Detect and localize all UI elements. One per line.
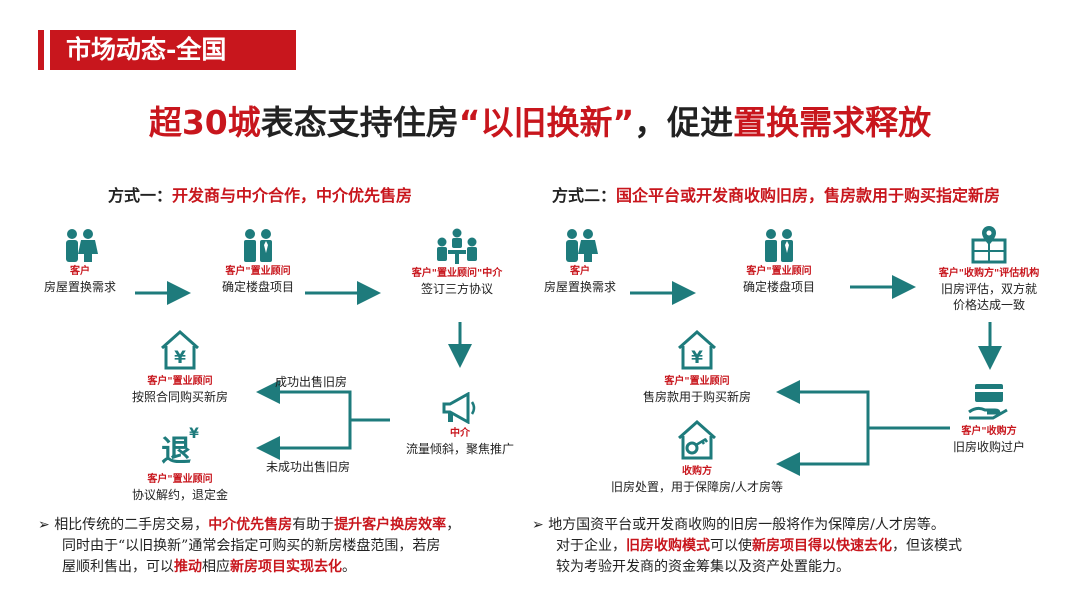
people-icon bbox=[66, 229, 98, 262]
note-text: 。 bbox=[342, 559, 356, 575]
node-role: 客户 bbox=[70, 266, 90, 277]
node-desc: 房屋置换需求 bbox=[43, 280, 116, 294]
node-desc: 旧房处置，用于保障房/人才房等 bbox=[610, 480, 784, 494]
arrow-label-success: 成功出售旧房 bbox=[275, 375, 348, 389]
title-highlight-5: 置换需求释放 bbox=[733, 103, 932, 142]
node-role: 客户"置业顾问 bbox=[746, 266, 812, 277]
note-bold: 推动 bbox=[174, 559, 202, 575]
method2-label: 方式二： bbox=[552, 186, 617, 205]
note-text: 有助于 bbox=[292, 517, 335, 533]
node-desc: 签订三方协议 bbox=[420, 282, 493, 296]
note-text: 相应 bbox=[202, 559, 230, 575]
method1-text: 开发商与中介合作，中介优先售房 bbox=[172, 186, 413, 205]
title-highlight-1: 超30城 bbox=[148, 103, 261, 142]
node-desc: 协议解约，退定金 bbox=[131, 488, 228, 502]
note-text: 对于企业， bbox=[556, 538, 626, 554]
node-role: 客户"置业顾问 bbox=[225, 266, 291, 277]
node-role: 客户"置业顾问"中介 bbox=[411, 268, 503, 279]
node-desc-line2: 价格达成一致 bbox=[952, 298, 1025, 312]
note-text: 地方国资平台或开发商收购的旧房一般将作为保障房/人才房等。 bbox=[548, 517, 945, 533]
house-yen-icon: ¥ bbox=[161, 329, 199, 370]
note-bold: 旧房收购模式 bbox=[626, 538, 710, 554]
page-title: 超30城表态支持住房“以旧换新”，促进置换需求释放 bbox=[0, 96, 1080, 144]
m1-node-refund: 退¥ 客户"置业顾问 协议解约，退定金 bbox=[105, 426, 255, 503]
node-role: 客户"置业顾问 bbox=[147, 376, 213, 387]
title-text-2: 表态支持住房 bbox=[260, 103, 459, 142]
node-desc: 流量倾斜，聚焦推广 bbox=[405, 442, 514, 456]
arrow-label-fail: 未成功出售旧房 bbox=[266, 460, 351, 474]
refund-char: 退 bbox=[161, 434, 191, 469]
house-yen-icon: ¥ bbox=[678, 329, 716, 370]
map-pin-icon bbox=[971, 226, 1007, 264]
note-text: ， bbox=[446, 517, 461, 533]
m2-node-customer: 客户 房屋置换需求 bbox=[505, 228, 655, 295]
bottom-left-note: ➢ 相比传统的二手房交易，中介优先售房有助于提升客户换房效率， 同时由于“以旧换… bbox=[38, 515, 528, 578]
node-role: 客户"收购方"评估机构 bbox=[938, 268, 1040, 279]
node-desc: 按照合同购买新房 bbox=[131, 390, 228, 404]
header-accent-bar bbox=[38, 30, 44, 70]
note-bold: 中介优先售房 bbox=[208, 517, 293, 533]
node-desc-line1: 旧房评估，双方就 bbox=[940, 282, 1037, 296]
node-role: 收购方 bbox=[682, 466, 712, 477]
m1-node-agent: 中介 流量倾斜，聚焦推广 bbox=[385, 392, 535, 457]
title-text-4: ，促进 bbox=[634, 103, 734, 142]
node-role: 客户"收购方 bbox=[961, 426, 1017, 437]
bullet-icon: ➢ bbox=[532, 517, 544, 533]
node-desc: 房屋置换需求 bbox=[543, 280, 616, 294]
node-desc: 旧房收购过户 bbox=[952, 440, 1025, 454]
card-hand-icon bbox=[968, 384, 1008, 420]
m1-node-consultant: 客户"置业顾问 确定楼盘项目 bbox=[183, 228, 333, 295]
bottom-right-note: ➢ 地方国资平台或开发商收购的旧房一般将作为保障房/人才房等。 对于企业，旧房收… bbox=[532, 515, 1052, 578]
refund-icon: 退¥ bbox=[161, 426, 199, 469]
house-key-icon bbox=[678, 419, 716, 460]
node-role: 客户"置业顾问 bbox=[147, 474, 213, 485]
note-text: 同时由于“以旧换新”通常会指定可购买的新房楼盘范围，若房 bbox=[62, 538, 441, 554]
people-icon bbox=[566, 229, 598, 262]
section-tag: 市场动态-全国 bbox=[50, 30, 296, 70]
note-bold: 新房项目得以快速去化 bbox=[752, 538, 892, 554]
svg-text:¥: ¥ bbox=[691, 348, 703, 368]
note-text: 可以使 bbox=[710, 538, 752, 554]
title-highlight-3: “以旧换新” bbox=[458, 103, 635, 142]
note-text: 相比传统的二手房交易， bbox=[54, 517, 209, 533]
note-bold: 新房项目实现去化 bbox=[230, 559, 342, 575]
note-text: 屋顺利售出，可以 bbox=[62, 559, 174, 575]
method1-label: 方式一： bbox=[108, 186, 173, 205]
m2-node-buy-new: ¥ 客户"置业顾问 售房款用于购买新房 bbox=[622, 328, 772, 405]
method2-subtitle: 方式二：国企平台或开发商收购旧房，售房款用于购买指定新房 bbox=[552, 182, 1000, 206]
m1-node-buy-new: ¥ 客户"置业顾问 按照合同购买新房 bbox=[105, 328, 255, 405]
note-text: ，但该模式 bbox=[892, 538, 962, 554]
node-desc: 确定楼盘项目 bbox=[742, 280, 815, 294]
node-desc: 确定楼盘项目 bbox=[221, 280, 294, 294]
consultant-icon bbox=[765, 229, 793, 262]
note-text: 较为考验开发商的资金筹集以及资产处置能力。 bbox=[556, 559, 850, 575]
node-desc: 售房款用于购买新房 bbox=[642, 390, 751, 404]
svg-text:¥: ¥ bbox=[174, 348, 186, 368]
method2-text: 国企平台或开发商收购旧房，售房款用于购买指定新房 bbox=[616, 186, 1001, 205]
bullet-icon: ➢ bbox=[38, 517, 50, 533]
node-desc: 旧房评估，双方就价格达成一致 bbox=[914, 281, 1064, 313]
m1-node-customer: 客户 房屋置换需求 bbox=[5, 228, 155, 295]
node-role: 中介 bbox=[450, 428, 470, 439]
node-role: 客户 bbox=[570, 266, 590, 277]
meeting-icon bbox=[437, 228, 477, 264]
note-bold: 提升客户换房效率 bbox=[334, 517, 447, 533]
m2-node-disposal: 收购方 旧房处置，用于保障房/人才房等 bbox=[597, 418, 797, 495]
m1-node-three-party: 客户"置业顾问"中介 签订三方协议 bbox=[382, 228, 532, 297]
m2-node-appraisal: 客户"收购方"评估机构 旧房评估，双方就价格达成一致 bbox=[914, 224, 1064, 313]
node-role: 客户"置业顾问 bbox=[664, 376, 730, 387]
method1-subtitle: 方式一：开发商与中介合作，中介优先售房 bbox=[108, 182, 412, 206]
consultant-icon bbox=[244, 229, 272, 262]
m2-node-consultant: 客户"置业顾问 确定楼盘项目 bbox=[704, 228, 854, 295]
megaphone-icon bbox=[442, 392, 476, 424]
m2-node-transfer: 客户"收购方 旧房收购过户 bbox=[914, 382, 1064, 455]
